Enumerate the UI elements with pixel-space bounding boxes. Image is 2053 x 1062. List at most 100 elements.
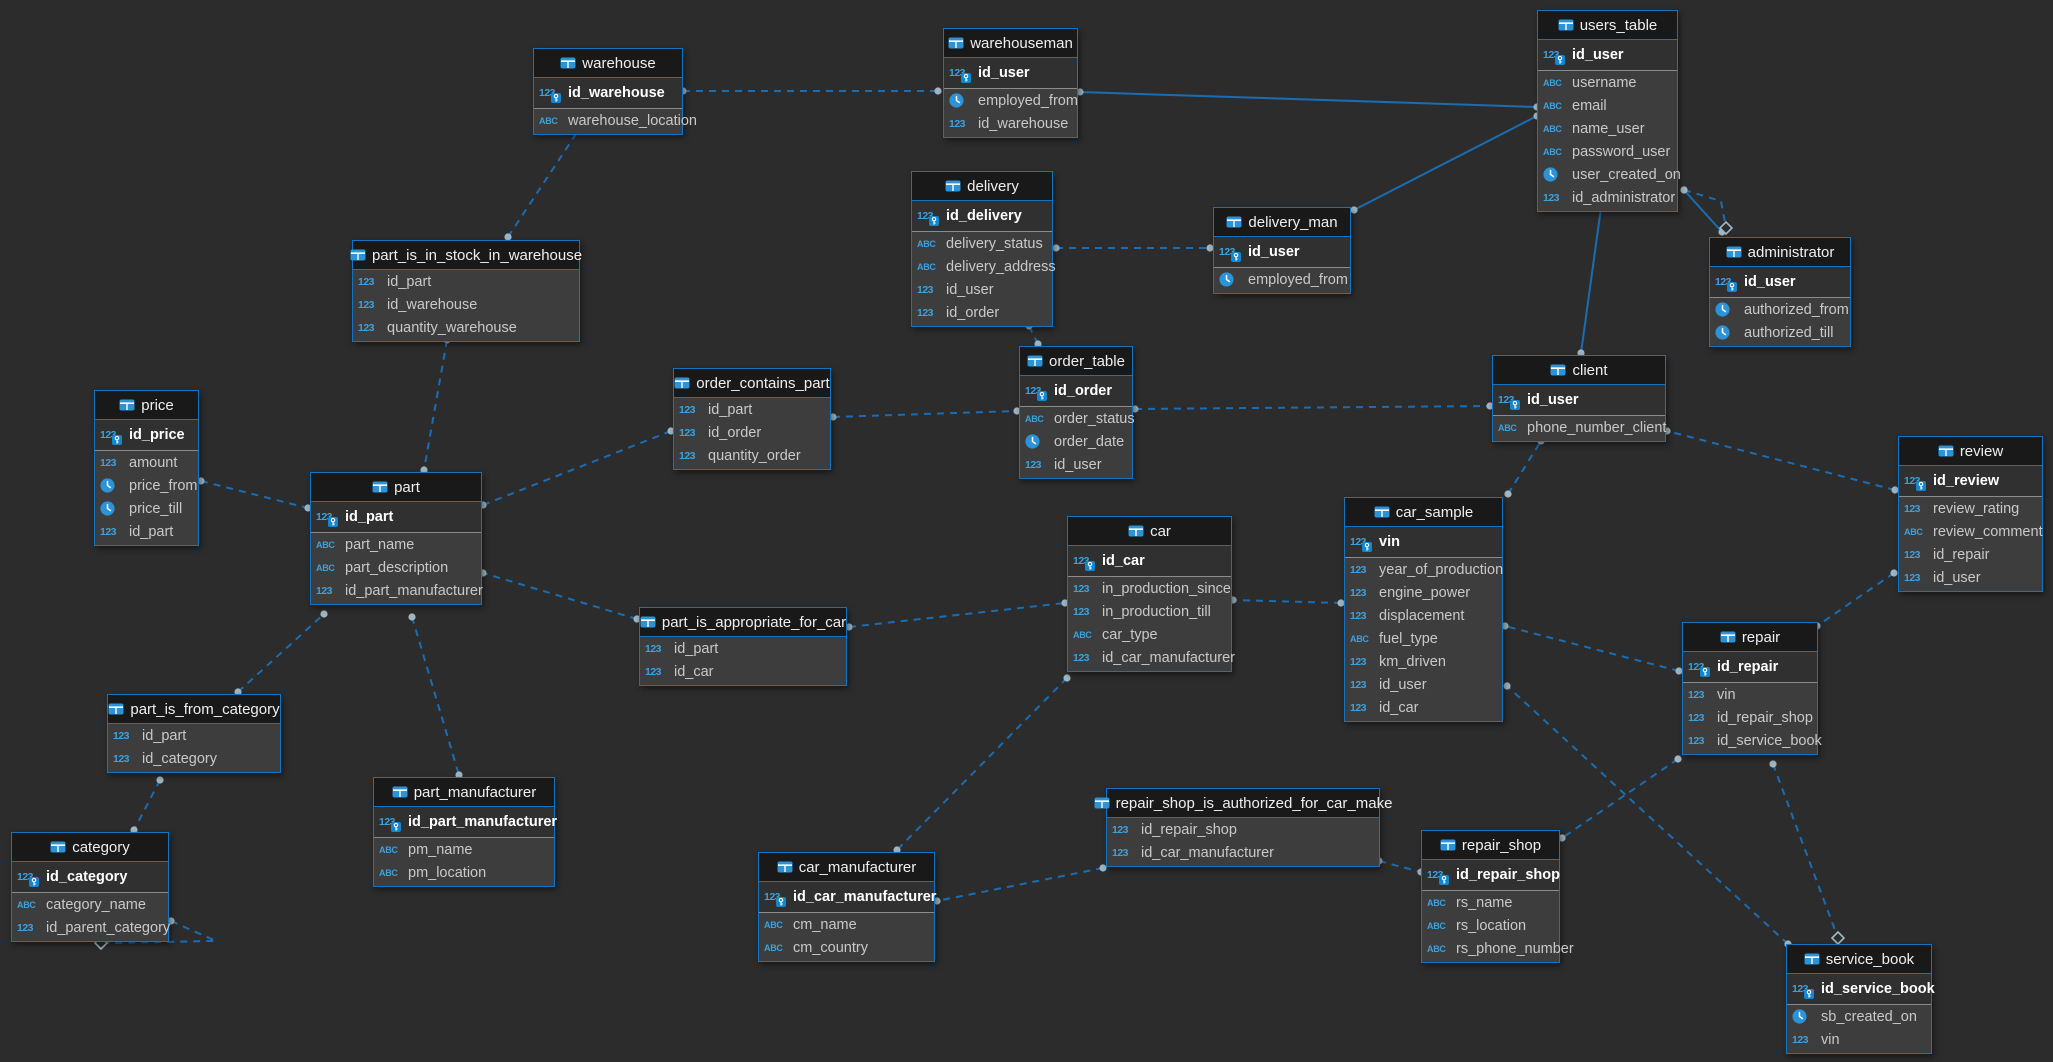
- relation-part_is_appropriate_for_car-to-car[interactable]: [848, 602, 1066, 628]
- relation-part_is_in_stock_in_warehouse-to-warehouse[interactable]: [507, 130, 579, 238]
- relation-part_is_from_category-to-part[interactable]: [237, 613, 325, 693]
- column-row-employed_from[interactable]: employed_from: [944, 89, 1078, 112]
- table-header-car[interactable]: car: [1068, 517, 1231, 546]
- relation-repair-to-service_book[interactable]: [1772, 763, 1839, 939]
- table-header-repair_shop[interactable]: repair_shop: [1422, 831, 1559, 860]
- column-row-sb_created_on[interactable]: sb_created_on: [1787, 1005, 1931, 1028]
- table-header-part_is_from_category[interactable]: part_is_from_category: [108, 695, 280, 724]
- column-row-authorized_till[interactable]: authorized_till: [1710, 321, 1850, 344]
- relation-order_table-to-client[interactable]: [1134, 405, 1491, 410]
- table-header-car_sample[interactable]: car_sample: [1345, 498, 1502, 527]
- table-header-category[interactable]: category: [12, 833, 168, 862]
- relation-client-to-users_table[interactable]: [1580, 207, 1602, 354]
- table-header-delivery_man[interactable]: delivery_man: [1214, 208, 1350, 237]
- column-row-price_from[interactable]: price_from: [95, 474, 198, 497]
- relation-warehouseman-to-users_table[interactable]: [1079, 91, 1538, 108]
- table-header-warehouseman[interactable]: warehouseman: [944, 29, 1077, 58]
- column-row-order_date[interactable]: order_date: [1020, 430, 1132, 453]
- relation-part_is_in_stock_in_warehouse-to-part[interactable]: [423, 339, 448, 471]
- table-header-repair_shop_is_authorized_for_car_make[interactable]: repair_shop_is_authorized_for_car_make: [1094, 789, 1392, 818]
- relation-delivery_man-to-users_table[interactable]: [1353, 115, 1538, 211]
- table-header-review[interactable]: review: [1899, 437, 2042, 466]
- relation-category-to-category[interactable]: [100, 920, 217, 944]
- table-header-price[interactable]: price: [95, 391, 198, 420]
- relation-repair_shop_is_authorized_for_car_make-to-car_manufacturer[interactable]: [936, 867, 1104, 902]
- relation-part-to-part_manufacturer[interactable]: [411, 616, 460, 776]
- relation-car-to-car_manufacturer[interactable]: [896, 677, 1068, 851]
- relation-repair-to-car_sample[interactable]: [1504, 625, 1680, 672]
- table-header-part_is_appropriate_for_car[interactable]: part_is_appropriate_for_car: [640, 608, 846, 637]
- relation-review-to-client[interactable]: [1666, 430, 1896, 491]
- table-header-repair[interactable]: repair: [1683, 623, 1817, 652]
- table-header-delivery[interactable]: delivery: [912, 172, 1052, 201]
